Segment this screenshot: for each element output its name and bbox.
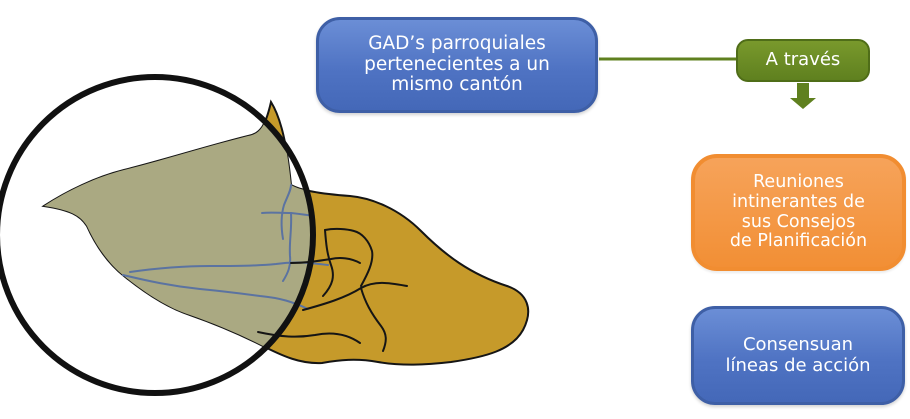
parish-governments-box: GAD’s parroquiales pertenecientes a un m… — [316, 17, 598, 113]
highlighted-parish-area — [44, 102, 313, 365]
parish-governments-text: GAD’s parroquiales pertenecientes a un m… — [364, 32, 550, 96]
arrow-down-icon — [790, 83, 816, 109]
planning-councils-meetings-box: Reuniones intinerantes de sus Consejos d… — [691, 154, 906, 271]
through-label-text: A través — [765, 49, 841, 71]
action-lines-consensus-box: Consensuan líneas de acción — [691, 306, 905, 405]
planning-councils-meetings-text: Reuniones intinerantes de sus Consejos d… — [729, 172, 868, 252]
through-label-box: A través — [736, 39, 870, 82]
action-lines-consensus-text: Consensuan líneas de acción — [725, 334, 871, 376]
magnifier-circle-icon — [0, 74, 316, 396]
